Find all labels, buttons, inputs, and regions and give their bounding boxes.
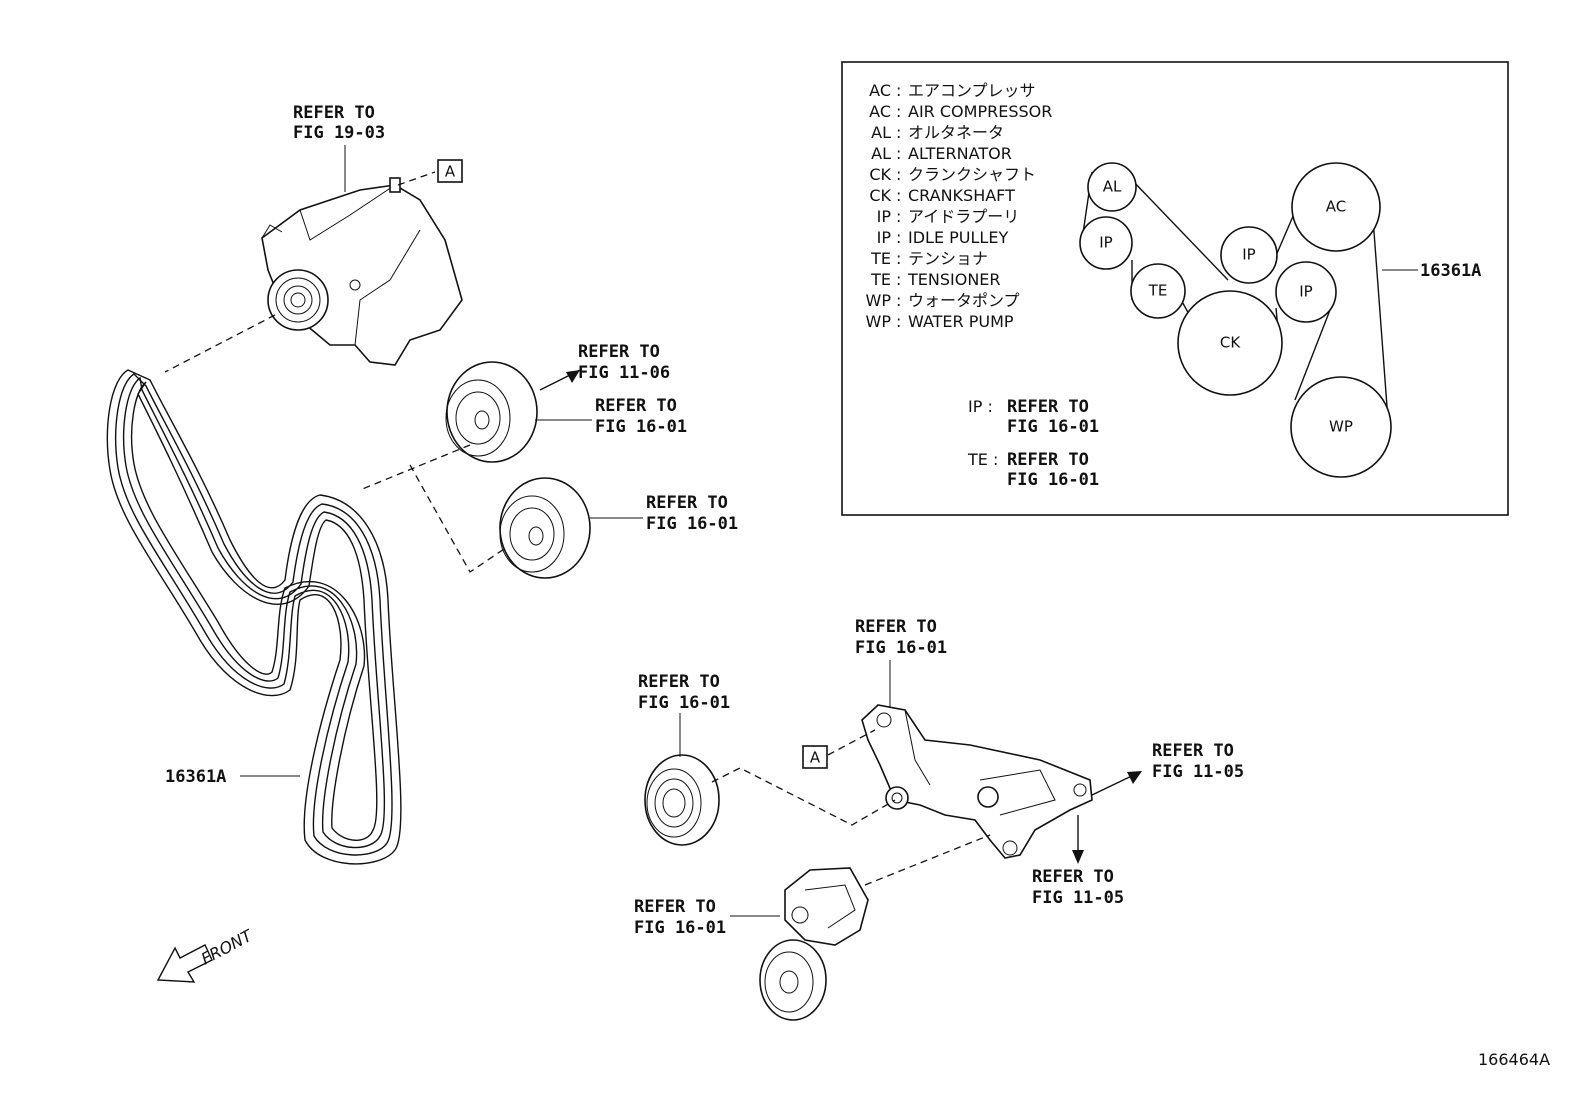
idler-top-ref-line2: FIG 16-01 xyxy=(595,417,687,437)
legend-description: エアコンプレッサ xyxy=(908,81,1036,100)
belt-part-number-left: 16361A xyxy=(165,767,226,787)
bracket-top-ref-line2: FIG 16-01 xyxy=(855,638,947,658)
legend-code: CK xyxy=(869,165,891,184)
tensioner-ref-line1: REFER TO xyxy=(634,897,716,917)
alternator-ref-line1: REFER TO xyxy=(293,103,375,123)
legend-description: ウォータポンプ xyxy=(908,291,1020,310)
label-ip-center: IP xyxy=(1242,246,1255,264)
legend-code: TE xyxy=(870,270,891,289)
legend-description: CRANKSHAFT xyxy=(908,186,1015,205)
legend-description: クランクシャフト xyxy=(908,165,1036,184)
arrow-down-ref-line2: FIG 11-05 xyxy=(1032,888,1124,908)
legend-separator: : xyxy=(896,165,901,184)
legend-description: IDLE PULLEY xyxy=(908,228,1008,247)
legend-code: WP xyxy=(866,291,892,310)
legend-separator: : xyxy=(896,81,901,100)
small-idler-pulley xyxy=(644,754,720,846)
auto-tensioner xyxy=(759,867,869,1021)
arrow-down-ref-line1: REFER TO xyxy=(1032,867,1114,887)
label-wp: WP xyxy=(1329,418,1353,436)
legend-ip-ref-line1: REFER TO xyxy=(1007,397,1089,417)
front-label: FRONT xyxy=(198,926,256,969)
legend-description: オルタネータ xyxy=(908,123,1004,142)
alternator-ref-line2: FIG 19-03 xyxy=(293,123,385,143)
legend-box xyxy=(841,61,1509,516)
legend-code: WP xyxy=(866,312,892,331)
marker-a-bottom: A xyxy=(810,749,821,767)
bracket-top-ref-line1: REFER TO xyxy=(855,617,937,637)
legend-separator: : xyxy=(896,228,901,247)
arrow-right-ref-line1: REFER TO xyxy=(1152,741,1234,761)
serpentine-belt xyxy=(106,369,402,865)
legend-description: テンショナ xyxy=(908,249,988,268)
alternator xyxy=(261,177,463,366)
legend-separator: : xyxy=(896,291,901,310)
legend-entries: AC: エアコンプレッサ AC: AIR COMPRESSOR AL: オルタネータ AL:… xyxy=(866,81,1053,331)
legend-description: ALTERNATOR xyxy=(908,144,1012,163)
label-te: TE xyxy=(1148,282,1168,300)
label-ip-left: IP xyxy=(1099,234,1112,252)
idler-mid-ref-line1: REFER TO xyxy=(646,493,728,513)
idler-pulley-top xyxy=(445,361,538,463)
legend-te-code: TE : xyxy=(967,450,998,469)
legend-description: アイドラプーリ xyxy=(908,207,1019,226)
legend-code: IP xyxy=(877,207,892,226)
legend-description: AIR COMPRESSOR xyxy=(908,102,1052,121)
legend-separator: : xyxy=(896,123,901,142)
marker-a-top: A xyxy=(445,163,456,181)
legend-code: AL xyxy=(871,144,891,163)
schematic-pulley-ip-right xyxy=(1275,261,1337,323)
arrow-right-ref-line2: FIG 11-05 xyxy=(1152,762,1244,782)
idler-mid-ref-line2: FIG 16-01 xyxy=(646,514,738,534)
label-ip-right: IP xyxy=(1299,283,1312,301)
legend-separator: : xyxy=(896,144,901,163)
legend-separator: : xyxy=(896,207,901,226)
legend-description: TENSIONER xyxy=(907,270,1001,289)
arrow-top-ref-line1: REFER TO xyxy=(578,342,660,362)
idler-pulley-middle xyxy=(499,477,591,579)
figure-code: 166464A xyxy=(1478,1050,1550,1069)
idler-top-ref-line1: REFER TO xyxy=(595,396,677,416)
small-pulley-ref-line1: REFER TO xyxy=(638,672,720,692)
belt-routing-schematic: AL IP IP TE AC IP CK WP xyxy=(1079,162,1392,478)
legend-separator: : xyxy=(896,270,901,289)
legend-code: CK xyxy=(869,186,891,205)
schematic-pulley-ck xyxy=(1177,290,1283,396)
label-ck: CK xyxy=(1220,334,1241,352)
legend-te-ref-line2: FIG 16-01 xyxy=(1007,470,1099,490)
belt-part-number-right: 16361A xyxy=(1420,261,1481,281)
legend-separator: : xyxy=(896,312,901,331)
schematic-pulley-ip-left xyxy=(1079,216,1133,270)
schematic-pulley-ip-center xyxy=(1220,226,1278,284)
marker-a-box-bottom xyxy=(802,745,828,769)
legend-ip-ref-line2: FIG 16-01 xyxy=(1007,417,1099,437)
tensioner-ref-line2: FIG 16-01 xyxy=(634,918,726,938)
label-ac: AC xyxy=(1326,198,1346,216)
arrow-top-ref-line2: FIG 11-06 xyxy=(578,363,670,383)
legend-description: WATER PUMP xyxy=(908,312,1014,331)
front-direction-arrow xyxy=(156,944,213,983)
schematic-pulley-te xyxy=(1130,263,1186,319)
legend-separator: : xyxy=(896,186,901,205)
legend-te-ref-line1: REFER TO xyxy=(1007,450,1089,470)
label-al: AL xyxy=(1103,178,1122,196)
marker-a-box-top xyxy=(437,159,463,183)
legend-code: TE xyxy=(870,249,891,268)
legend-code: AC xyxy=(869,102,891,121)
small-pulley-ref-line2: FIG 16-01 xyxy=(638,693,730,713)
legend-separator: : xyxy=(896,102,901,121)
legend-code: AC xyxy=(869,81,891,100)
legend-ip-code: IP : xyxy=(968,397,993,416)
legend-code: IP xyxy=(877,228,892,247)
schematic-pulley-ac xyxy=(1291,162,1381,252)
schematic-pulley-wp xyxy=(1290,376,1392,478)
legend-code: AL xyxy=(871,123,891,142)
schematic-pulley-al xyxy=(1087,162,1137,212)
tensioner-bracket xyxy=(861,704,1093,859)
legend-separator: : xyxy=(896,249,901,268)
